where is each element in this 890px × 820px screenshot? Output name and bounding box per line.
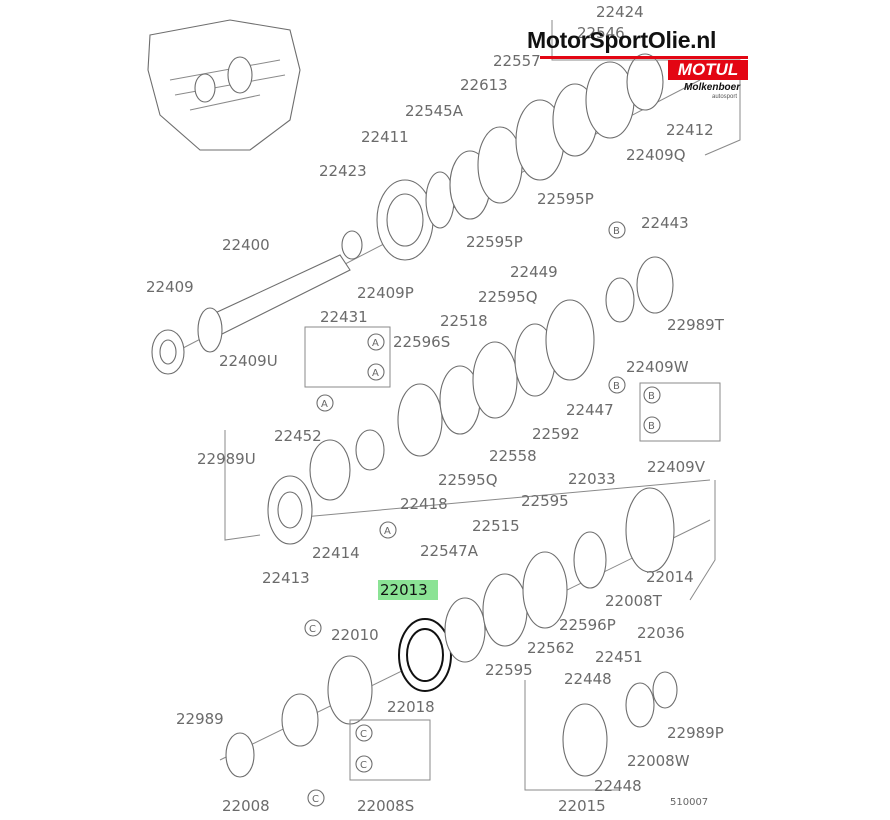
label-22451: 22451 [595, 648, 643, 666]
label-22989T: 22989T [667, 316, 725, 334]
label-22443: 22443 [641, 214, 689, 232]
countershaft-axis [269, 479, 711, 521]
label-22033: 22033 [568, 470, 616, 488]
label-22409U: 22409U [219, 352, 278, 370]
label-22423: 22423 [319, 162, 367, 180]
svg-text:C: C [309, 624, 316, 635]
svg-text:A: A [321, 399, 328, 410]
svg-text:B: B [648, 391, 655, 402]
label-22010: 22010 [331, 626, 379, 644]
bearing-kit-box-22409V [639, 382, 721, 442]
label-22515: 22515 [472, 517, 520, 535]
label-22595-b: 22595 [485, 661, 533, 679]
label-22412: 22412 [666, 121, 714, 139]
label-22613: 22613 [460, 76, 508, 94]
label-22592: 22592 [532, 425, 580, 443]
dealer-subtitle: autosport [712, 94, 738, 100]
label-22595P-b: 22595P [466, 233, 523, 251]
svg-text:C: C [312, 794, 319, 805]
svg-text:B: B [613, 381, 620, 392]
site-brand[interactable]: MotorSportOlie.nl [527, 27, 717, 53]
label-22409: 22409 [146, 278, 194, 296]
label-22518: 22518 [440, 312, 488, 330]
label-22546: 22546 [577, 24, 625, 42]
label-22595-a: 22595 [521, 492, 569, 510]
label-22409Q: 22409Q [626, 146, 686, 164]
svg-text:B: B [613, 226, 620, 237]
label-22414: 22414 [312, 544, 360, 562]
mainshaft-22400 [151, 230, 363, 375]
label-22595Q-b: 22595Q [438, 471, 498, 489]
svg-text:C: C [360, 729, 367, 740]
label-22008W: 22008W [627, 752, 690, 770]
label-22409V: 22409V [647, 458, 706, 476]
bearing-kit-box-22008S [349, 719, 431, 781]
label-22545A: 22545A [405, 102, 464, 120]
label-22409W: 22409W [626, 358, 689, 376]
label-22015: 22015 [558, 797, 606, 815]
highlight-box [378, 580, 438, 600]
bearing-kit-box-22409U [304, 326, 391, 388]
diagram-code: 510007 [670, 797, 708, 808]
middle-gears [267, 256, 674, 545]
part-number-labels: 22424 22546 22557 22613 22545A 22411 224… [146, 3, 725, 815]
label-22447: 22447 [566, 401, 614, 419]
label-22596S: 22596S [393, 333, 450, 351]
label-22989P: 22989P [667, 724, 724, 742]
label-22018: 22018 [387, 698, 435, 716]
label-22008T: 22008T [605, 592, 663, 610]
svg-text:A: A [372, 368, 379, 379]
label-22557: 22557 [493, 52, 541, 70]
label-22558: 22558 [489, 447, 537, 465]
svg-text:B: B [648, 421, 655, 432]
label-22411: 22411 [361, 128, 409, 146]
svg-text:A: A [372, 338, 379, 349]
label-22547A: 22547A [420, 542, 479, 560]
label-22014: 22014 [646, 568, 694, 586]
label-22036: 22036 [637, 624, 685, 642]
label-22452: 22452 [274, 427, 322, 445]
label-22989: 22989 [176, 710, 224, 728]
motul-logo: MOTUL [668, 60, 748, 80]
label-22409P: 22409P [357, 284, 414, 302]
highlighted-part-number[interactable]: 22013 [380, 581, 428, 599]
label-22008: 22008 [222, 797, 270, 815]
svg-text:C: C [360, 760, 367, 771]
label-22448-a: 22448 [564, 670, 612, 688]
transmission-case-inset [147, 19, 301, 151]
label-22448-b: 22448 [594, 777, 642, 795]
label-22418: 22418 [400, 495, 448, 513]
label-22989U: 22989U [197, 450, 256, 468]
label-22595Q-a: 22595Q [478, 288, 538, 306]
lower-gears [225, 487, 678, 778]
svg-text:A: A [384, 526, 391, 537]
label-22424: 22424 [596, 3, 644, 21]
label-22431: 22431 [320, 308, 368, 326]
upper-gears [376, 53, 664, 261]
label-22596P: 22596P [559, 616, 616, 634]
label-22595P-a: 22595P [537, 190, 594, 208]
label-22449: 22449 [510, 263, 558, 281]
dealer-logo: Molkenboer [684, 82, 741, 93]
brand-underline [540, 56, 748, 59]
label-22413: 22413 [262, 569, 310, 587]
label-22562: 22562 [527, 639, 575, 657]
letter-callouts: A A A A B B B B C C C C [304, 221, 661, 807]
label-22008S: 22008S [357, 797, 414, 815]
label-22400: 22400 [222, 236, 270, 254]
